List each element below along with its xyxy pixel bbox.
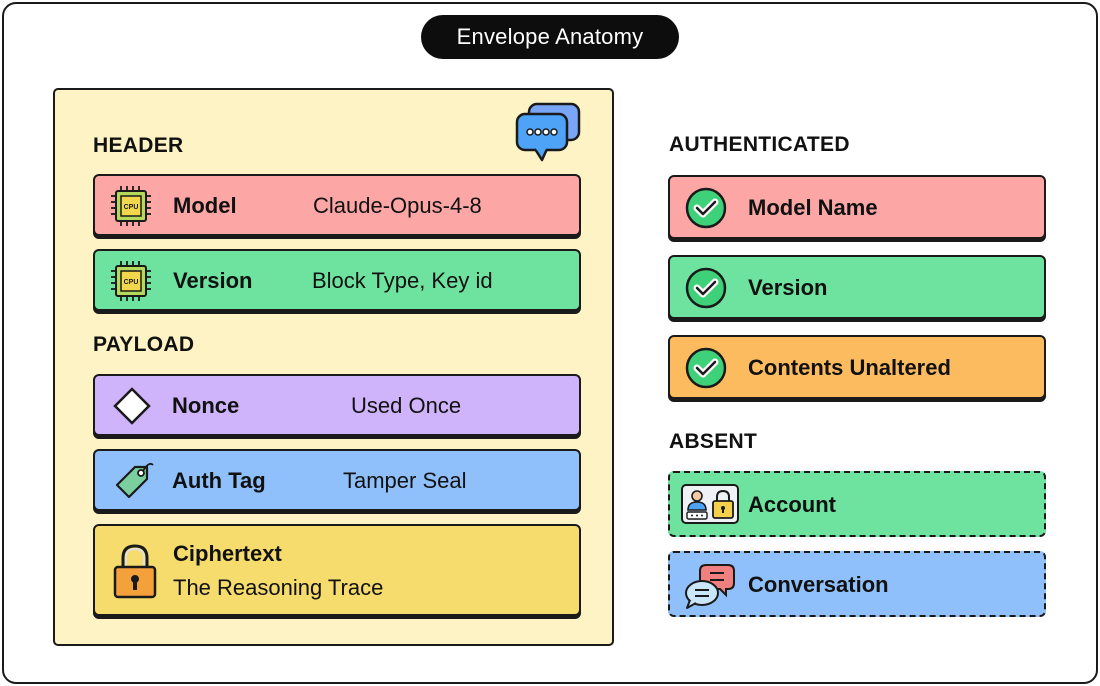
payload-field-auth-tag: Auth Tag Tamper Seal: [93, 449, 581, 511]
conversation-bubbles-icon: [685, 564, 735, 609]
field-value: Claude-Opus-4-8: [313, 193, 482, 218]
envelope-container: HEADER CPU Model Claude-Opus-4-8: [53, 88, 614, 646]
svg-text:CPU: CPU: [124, 279, 139, 286]
diagram-title: Envelope Anatomy: [421, 15, 679, 59]
field-label: Nonce: [172, 393, 240, 418]
svg-text:CPU: CPU: [124, 204, 139, 211]
payload-field-nonce: Nonce Used Once: [93, 374, 581, 436]
field-label: Ciphertext: [173, 541, 282, 566]
authenticated-heading: AUTHENTICATED: [669, 133, 850, 156]
checkmark-icon: [685, 347, 727, 389]
account-lock-icon: [681, 484, 739, 524]
header-heading: HEADER: [93, 134, 184, 157]
payload-field-ciphertext: Ciphertext The Reasoning Trace: [93, 524, 581, 616]
absent-item-label: Account: [748, 492, 836, 517]
absent-heading: ABSENT: [669, 430, 758, 453]
authenticated-item-label: Contents Unaltered: [748, 355, 951, 380]
absent-item-conversation: Conversation: [668, 551, 1046, 617]
authenticated-item-contents-unaltered: Contents Unaltered: [668, 335, 1046, 399]
payload-heading: PAYLOAD: [93, 333, 195, 356]
padlock-icon: [113, 544, 157, 599]
absent-item-label: Conversation: [748, 572, 889, 597]
cpu-chip-icon: CPU: [111, 261, 151, 301]
cpu-chip-icon: CPU: [111, 186, 151, 226]
authenticated-item-label: Model Name: [748, 195, 878, 220]
field-label: Auth Tag: [172, 468, 266, 493]
field-value: Used Once: [351, 393, 462, 418]
header-field-version: CPU Version Block Type, Key id: [93, 249, 581, 311]
field-value: Block Type, Key id: [312, 268, 493, 293]
tag-icon: [115, 462, 154, 499]
absent-item-account: Account: [668, 471, 1046, 537]
field-value: The Reasoning Trace: [173, 575, 384, 600]
diamond-icon: [113, 387, 151, 425]
field-label: Version: [173, 268, 253, 293]
checkmark-icon: [685, 267, 727, 309]
checkmark-icon: [685, 187, 727, 229]
authenticated-item-version: Version: [668, 255, 1046, 319]
header-field-model: CPU Model Claude-Opus-4-8: [93, 174, 581, 236]
field-value: Tamper Seal: [343, 468, 467, 493]
field-label: Model: [173, 193, 237, 218]
authenticated-item-label: Version: [748, 275, 828, 300]
chat-bubbles-icon: [515, 102, 581, 162]
authenticated-item-model-name: Model Name: [668, 175, 1046, 239]
